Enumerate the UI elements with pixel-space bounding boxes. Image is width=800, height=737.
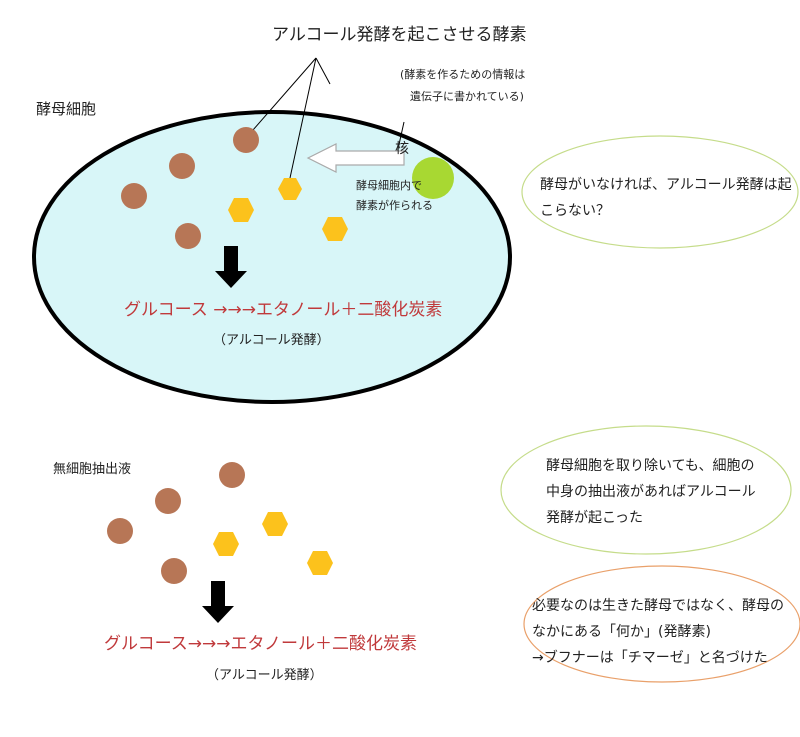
question-text-line2: こらない？	[540, 203, 610, 219]
molecule	[233, 127, 259, 153]
nucleus-label: 核	[395, 141, 409, 157]
molecule	[161, 558, 187, 584]
down-arrow	[202, 581, 234, 623]
cell-equation: グルコース →→→エタノール＋二酸化炭素	[124, 300, 443, 320]
question-bubble	[521, 135, 799, 249]
molecule	[169, 153, 195, 179]
finding-text-line1: 酵母細胞を取り除いても、細胞の	[546, 458, 755, 474]
title-pointer-line	[252, 57, 317, 131]
enzyme	[322, 217, 348, 241]
enzyme	[213, 532, 239, 556]
hollow-arrow	[306, 143, 405, 173]
conclusion-text-line2: なかにある「何か」(発酵素)	[532, 624, 711, 640]
conclusion-bubble	[523, 565, 800, 683]
conclusion-text-line1: 必要なのは生きた酵母ではなく、酵母の	[532, 598, 784, 614]
enzyme	[228, 198, 254, 222]
nucleus	[412, 157, 454, 199]
down-arrow	[215, 246, 247, 288]
diagram-title: アルコール発酵を起こさせる酵素	[272, 25, 527, 45]
extract-equation: グルコース→→→エタノール＋二酸化炭素	[104, 634, 418, 654]
nucleus-note-line2: 遺伝子に書かれている)	[410, 90, 524, 103]
enzyme	[278, 178, 302, 200]
enzyme	[262, 512, 288, 536]
extract-process-label: （アルコール発酵）	[206, 668, 323, 683]
molecule	[121, 183, 147, 209]
molecule	[219, 462, 245, 488]
molecule	[107, 518, 133, 544]
extract-label: 無細胞抽出液	[53, 462, 132, 477]
molecule	[175, 223, 201, 249]
finding-bubble	[500, 425, 792, 555]
yeast-cell	[32, 110, 512, 404]
finding-text-line2: 中身の抽出液があればアルコール	[546, 484, 756, 500]
cell-process-label: （アルコール発酵）	[213, 333, 330, 348]
title-pointer-line	[289, 57, 317, 179]
nucleus-note-line1: (酵素を作るための情報は	[400, 68, 526, 81]
title-pointer-line	[315, 57, 331, 85]
finding-text-line3: 発酵が起こった	[546, 510, 644, 526]
enzyme-note-line1: 酵母細胞内で	[356, 179, 422, 192]
enzyme-note-line2: 酵素が作られる	[356, 199, 433, 212]
conclusion-text-line3: →ブフナーは「チマーゼ」と名づけた	[532, 650, 768, 666]
enzyme	[307, 551, 333, 575]
question-text-line1: 酵母がいなければ、アルコール発酵は起	[540, 177, 792, 193]
molecule	[155, 488, 181, 514]
yeast-cell-label: 酵母細胞	[36, 100, 97, 118]
